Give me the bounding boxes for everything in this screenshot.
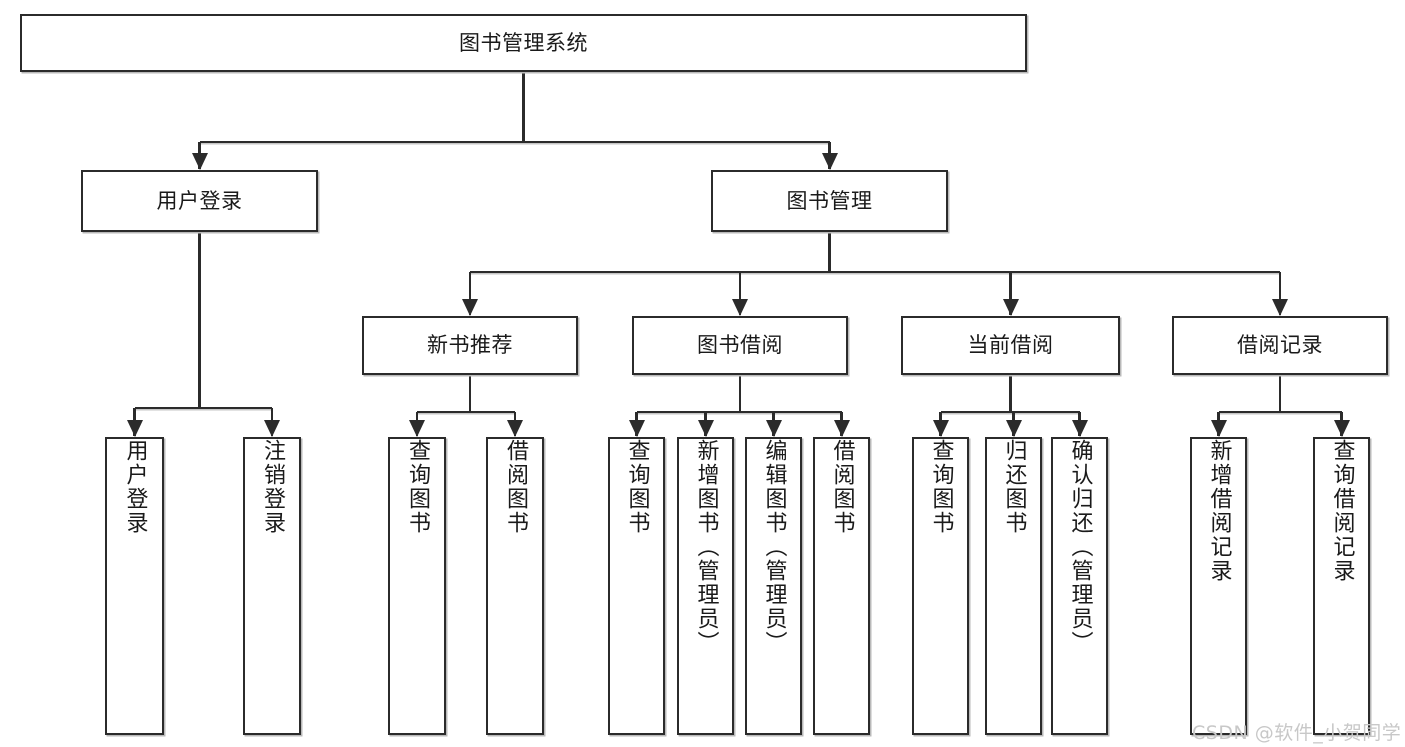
connector-to-book-borrow — [738, 272, 742, 315]
node-leaf-add-book[interactable]: 新增图书（管理员） — [677, 437, 734, 735]
connector-book-borrow-stem — [738, 375, 742, 412]
node-label-borrow-record: 借阅记录 — [1237, 333, 1323, 358]
node-leaf-edit-book[interactable]: 编辑图书（管理员） — [745, 437, 802, 735]
node-new-book-rec[interactable]: 新书推荐 — [362, 316, 578, 375]
connector-to-current-borrow — [1009, 272, 1012, 315]
node-label-leaf-user-login: 用户登录 — [122, 439, 148, 535]
arrowhead-leaf-return-book — [1005, 420, 1022, 437]
connector-user-login-bus — [134, 406, 272, 410]
connector-to-new-book-rec — [468, 272, 472, 315]
arrowhead-book-borrow — [732, 299, 748, 316]
node-label-leaf-query-book-3: 查询图书 — [928, 439, 954, 535]
node-leaf-add-record[interactable]: 新增借阅记录 — [1190, 437, 1247, 735]
node-label-leaf-confirm-return: 确认归还（管理员） — [1067, 439, 1093, 655]
arrowhead-leaf-confirm-return — [1071, 420, 1088, 437]
connector-book-borrow-bus — [636, 410, 842, 414]
arrowhead-leaf-add-book — [697, 420, 714, 437]
node-label-leaf-query-book-2: 查询图书 — [624, 439, 650, 535]
node-root[interactable]: 图书管理系统 — [20, 14, 1027, 72]
arrowhead-leaf-query-book-2 — [628, 420, 645, 437]
node-book-manage[interactable]: 图书管理 — [711, 170, 948, 232]
node-leaf-query-book-3[interactable]: 查询图书 — [912, 437, 969, 735]
node-label-book-manage: 图书管理 — [786, 188, 873, 213]
connector-current-borrow-bus — [940, 410, 1080, 414]
connector-book-manage-stem — [828, 232, 831, 272]
node-label-leaf-add-record: 新增借阅记录 — [1206, 439, 1232, 583]
node-label-leaf-query-book-1: 查询图书 — [405, 439, 430, 535]
node-label-leaf-user-logout: 注销登录 — [260, 439, 285, 535]
node-label-leaf-edit-book: 编辑图书（管理员） — [761, 439, 787, 655]
node-label-book-borrow: 图书借阅 — [697, 333, 783, 358]
node-leaf-borrow-book-1[interactable]: 借阅图书 — [486, 437, 544, 735]
arrowhead-leaf-edit-book — [765, 420, 782, 437]
node-label-leaf-query-record: 查询借阅记录 — [1329, 439, 1355, 583]
node-user-login[interactable]: 用户登录 — [81, 170, 318, 232]
node-leaf-query-record[interactable]: 查询借阅记录 — [1313, 437, 1370, 735]
node-label-current-borrow: 当前借阅 — [967, 333, 1054, 358]
arrowhead-leaf-borrow-book-1 — [507, 420, 523, 437]
arrowhead-leaf-add-record — [1210, 420, 1227, 437]
node-label-leaf-borrow-book-2: 借阅图书 — [829, 439, 855, 535]
connector-new-book-rec-bus — [417, 410, 515, 414]
node-leaf-borrow-book-2[interactable]: 借阅图书 — [813, 437, 870, 735]
arrowhead-current-borrow — [1002, 299, 1019, 316]
connector-borrow-record-stem — [1278, 375, 1282, 412]
arrowhead-new-book-rec — [462, 299, 478, 316]
arrowhead-leaf-user-login — [126, 420, 143, 437]
node-label-leaf-add-book: 新增图书（管理员） — [693, 439, 719, 655]
node-leaf-user-login[interactable]: 用户登录 — [105, 437, 164, 735]
arrowhead-book-manage — [821, 153, 838, 170]
node-label-user-login: 用户登录 — [156, 188, 243, 213]
connector-to-borrow-record — [1278, 272, 1282, 315]
node-label-new-book-rec: 新书推荐 — [427, 333, 513, 358]
node-book-borrow[interactable]: 图书借阅 — [632, 316, 848, 375]
node-leaf-query-book-1[interactable]: 查询图书 — [388, 437, 446, 735]
connector-current-borrow-stem — [1009, 375, 1012, 412]
arrowhead-leaf-query-book-3 — [932, 420, 949, 437]
arrowhead-user-login — [191, 153, 208, 170]
connector-book-manage-bus — [470, 270, 1280, 274]
arrowhead-leaf-query-book-1 — [409, 420, 425, 437]
node-label-leaf-borrow-book-1: 借阅图书 — [503, 439, 528, 535]
arrowhead-leaf-query-record — [1333, 420, 1350, 437]
node-leaf-confirm-return[interactable]: 确认归还（管理员） — [1051, 437, 1108, 735]
connector-user-login-stem — [198, 232, 201, 408]
node-current-borrow[interactable]: 当前借阅 — [901, 316, 1120, 375]
connector-root-bus — [199, 140, 830, 144]
node-leaf-query-book-2[interactable]: 查询图书 — [608, 437, 665, 735]
connector-root-stem — [522, 72, 525, 142]
connector-new-book-rec-stem — [468, 375, 472, 412]
node-leaf-return-book[interactable]: 归还图书 — [985, 437, 1042, 735]
connector-borrow-record-bus — [1218, 410, 1342, 414]
node-leaf-user-logout[interactable]: 注销登录 — [243, 437, 301, 735]
arrowhead-leaf-user-logout — [264, 420, 280, 437]
node-label-root: 图书管理系统 — [459, 30, 588, 55]
node-label-leaf-return-book: 归还图书 — [1001, 439, 1027, 535]
arrowhead-borrow-record — [1272, 299, 1288, 316]
arrowhead-leaf-borrow-book-2 — [833, 420, 850, 437]
node-borrow-record[interactable]: 借阅记录 — [1172, 316, 1388, 375]
